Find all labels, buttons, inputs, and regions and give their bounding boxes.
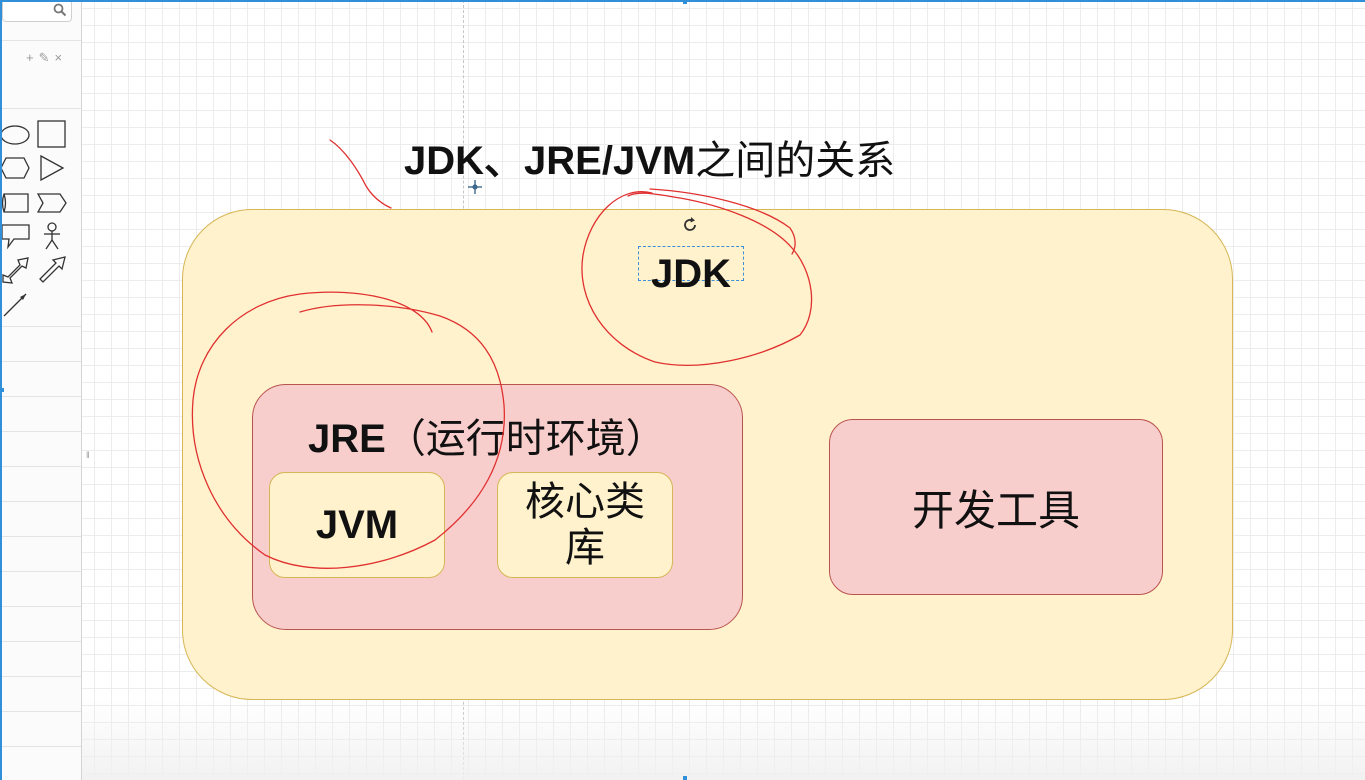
diagram-title-rest: 之间的关系	[695, 138, 896, 184]
cylinder-icon[interactable]	[0, 187, 30, 217]
sidebar-divider	[2, 40, 81, 41]
sidebar-divider	[2, 396, 81, 397]
diagram-title-bold: JDK、JRE/JVM	[404, 139, 696, 183]
search-icon[interactable]	[53, 3, 67, 17]
callout-icon[interactable]	[0, 221, 30, 251]
sidebar-divider	[2, 466, 81, 467]
scratchpad-tools: + ✎ ×	[26, 50, 76, 66]
sidebar-divider	[2, 676, 81, 677]
window-top-edge	[0, 0, 1365, 2]
diagram-title[interactable]: JDK、JRE/JVM之间的关系	[404, 128, 895, 186]
arrow-icon[interactable]	[37, 255, 67, 285]
ellipse-icon[interactable]	[0, 120, 30, 150]
dev-tools-shape[interactable]: 开发工具	[829, 419, 1163, 595]
double-arrow-icon[interactable]	[0, 255, 30, 285]
step-icon[interactable]	[37, 187, 67, 217]
close-icon[interactable]: ×	[54, 50, 63, 65]
rotate-handle-icon[interactable]	[681, 216, 699, 234]
sidebar-splitter-handle[interactable]: ‖	[86, 450, 90, 460]
hexagon-icon[interactable]	[0, 153, 30, 183]
jre-label-bold: JRE	[308, 417, 386, 461]
line-icon[interactable]	[0, 289, 30, 319]
sidebar-divider	[2, 361, 81, 362]
sidebar-divider	[2, 501, 81, 502]
sidebar-divider	[2, 536, 81, 537]
actor-icon[interactable]	[37, 221, 67, 251]
triangle-icon[interactable]	[37, 153, 67, 183]
jre-label-rest: （运行时环境）	[385, 416, 666, 462]
add-icon[interactable]: +	[26, 50, 34, 65]
sidebar-divider	[2, 431, 81, 432]
sidebar-divider	[2, 326, 81, 327]
core-library-shape[interactable]: 核心类库	[497, 472, 673, 578]
sidebar-divider	[2, 711, 81, 712]
sidebar-divider	[2, 108, 81, 109]
resize-handle[interactable]	[0, 388, 4, 392]
sidebar-divider	[2, 746, 81, 747]
shape-sidebar: + ✎ ×	[0, 0, 82, 780]
sidebar-divider	[2, 571, 81, 572]
jre-label[interactable]: JRE（运行时环境）	[308, 406, 666, 464]
sidebar-divider	[2, 606, 81, 607]
jdk-label-selected[interactable]: JDK	[638, 246, 744, 294]
rectangle-icon[interactable]	[37, 119, 67, 149]
shape-search-input[interactable]	[2, 0, 72, 22]
edit-icon[interactable]: ✎	[38, 50, 50, 65]
resize-handle[interactable]	[683, 0, 687, 4]
resize-handle[interactable]	[683, 776, 687, 780]
crosshair-cursor-icon	[468, 180, 482, 194]
sidebar-divider	[2, 641, 81, 642]
jvm-shape[interactable]: JVM	[269, 472, 445, 578]
